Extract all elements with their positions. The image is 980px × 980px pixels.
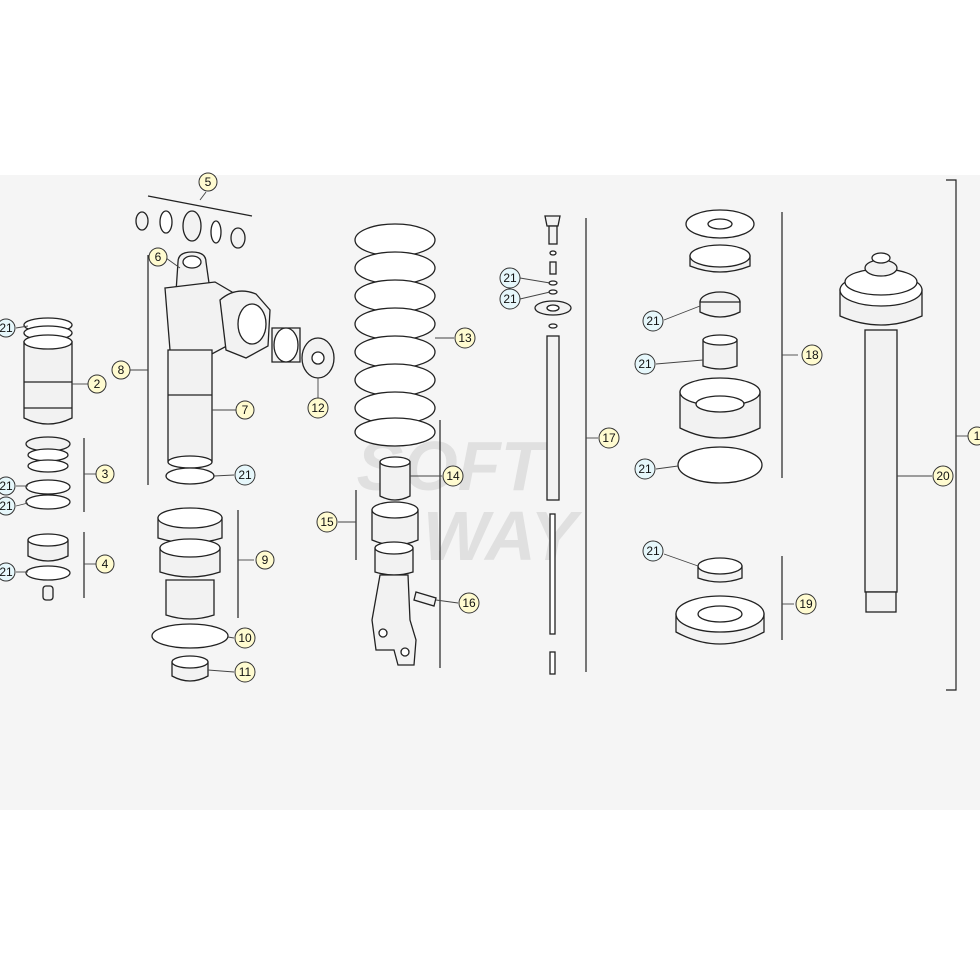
callout-15: 15 xyxy=(316,511,338,533)
callouts: 5 6 21 2 8 3 21 21 4 21 7 21 9 10 11 12 … xyxy=(0,172,980,683)
svg-text:17: 17 xyxy=(602,431,616,445)
callout-9: 9 xyxy=(255,550,275,570)
bracket-line-assembly xyxy=(946,179,957,691)
svg-text:18: 18 xyxy=(805,348,819,362)
callout-19: 19 xyxy=(795,593,817,615)
callout-17: 17 xyxy=(598,427,620,449)
svg-text:3: 3 xyxy=(102,467,109,481)
callout-21: 21 xyxy=(634,458,656,480)
svg-text:21: 21 xyxy=(0,479,13,493)
svg-text:13: 13 xyxy=(458,331,472,345)
svg-text:21: 21 xyxy=(238,468,252,482)
part-7-shock-body xyxy=(165,349,215,485)
callout-16: 16 xyxy=(458,592,480,614)
callout-7: 7 xyxy=(235,400,255,420)
svg-text:19: 19 xyxy=(799,597,813,611)
svg-text:15: 15 xyxy=(320,515,334,529)
callout-21: 21 xyxy=(0,496,16,516)
svg-text:6: 6 xyxy=(155,250,162,264)
callout-4: 4 xyxy=(95,554,115,574)
svg-text:21: 21 xyxy=(638,462,652,476)
callout-21: 21 xyxy=(642,310,664,332)
part-10-oring xyxy=(151,623,229,649)
callout-12: 12 xyxy=(307,397,329,419)
part-18-top-mount xyxy=(677,209,763,484)
callout-3: 3 xyxy=(95,464,115,484)
svg-text:21: 21 xyxy=(0,321,13,335)
part-16-lower-fork xyxy=(371,574,437,666)
svg-text:8: 8 xyxy=(118,363,125,377)
watermark-line2: WAY xyxy=(423,497,583,575)
part-19-lower-mount xyxy=(675,557,765,645)
svg-text:21: 21 xyxy=(646,544,660,558)
callout-10: 10 xyxy=(234,627,256,649)
callout-21: 21 xyxy=(234,464,256,486)
part-12-adjuster xyxy=(271,327,335,379)
callout-21: 21 xyxy=(0,318,16,338)
part-4-reservoir-cap xyxy=(25,533,71,601)
callout-2: 2 xyxy=(87,374,107,394)
part-11-bottom-cap xyxy=(171,655,209,682)
callout-1: 1 xyxy=(967,426,980,446)
callout-21: 21 xyxy=(0,476,16,496)
svg-text:14: 14 xyxy=(446,469,460,483)
svg-text:21: 21 xyxy=(503,292,517,306)
svg-text:2: 2 xyxy=(94,377,101,391)
part-2-reservoir-body xyxy=(23,317,73,425)
callout-21: 21 xyxy=(499,288,521,310)
part-15-spring-seat xyxy=(371,501,419,576)
callout-6: 6 xyxy=(148,247,168,267)
svg-text:21: 21 xyxy=(503,271,517,285)
part-14-bump-stop xyxy=(379,456,411,501)
part-9-preload-collar xyxy=(157,507,223,620)
svg-text:16: 16 xyxy=(462,596,476,610)
svg-text:21: 21 xyxy=(638,357,652,371)
svg-text:1: 1 xyxy=(974,429,980,443)
part-5-bushings xyxy=(135,195,253,249)
part-6-top-eyelet xyxy=(164,251,271,359)
callout-14: 14 xyxy=(442,465,464,487)
callout-11: 11 xyxy=(234,661,256,683)
callout-21: 21 xyxy=(499,267,521,289)
part-20-fork-cartridge xyxy=(839,252,923,613)
callout-21: 21 xyxy=(634,353,656,375)
callout-13: 13 xyxy=(454,327,476,349)
svg-text:21: 21 xyxy=(0,565,13,579)
svg-text:10: 10 xyxy=(238,631,252,645)
bracket-lines-fork xyxy=(355,420,441,668)
svg-text:11: 11 xyxy=(239,665,252,679)
part-13-coil-spring xyxy=(354,223,436,447)
callout-20: 20 xyxy=(932,465,954,487)
svg-text:4: 4 xyxy=(102,557,109,571)
callout-21: 21 xyxy=(642,540,664,562)
svg-text:9: 9 xyxy=(262,553,269,567)
callout-5: 5 xyxy=(198,172,218,192)
svg-text:5: 5 xyxy=(205,175,212,189)
svg-text:20: 20 xyxy=(936,469,950,483)
leader-lines xyxy=(15,191,968,673)
part-3-piston-rings xyxy=(25,436,71,510)
callout-18: 18 xyxy=(801,344,823,366)
svg-text:12: 12 xyxy=(311,401,325,415)
diagram-panel xyxy=(0,175,980,810)
callout-8: 8 xyxy=(111,360,131,380)
svg-text:7: 7 xyxy=(242,403,249,417)
part-17-damper-rod xyxy=(534,215,572,675)
callout-21: 21 xyxy=(0,562,16,582)
svg-text:21: 21 xyxy=(0,499,13,513)
svg-text:21: 21 xyxy=(646,314,660,328)
